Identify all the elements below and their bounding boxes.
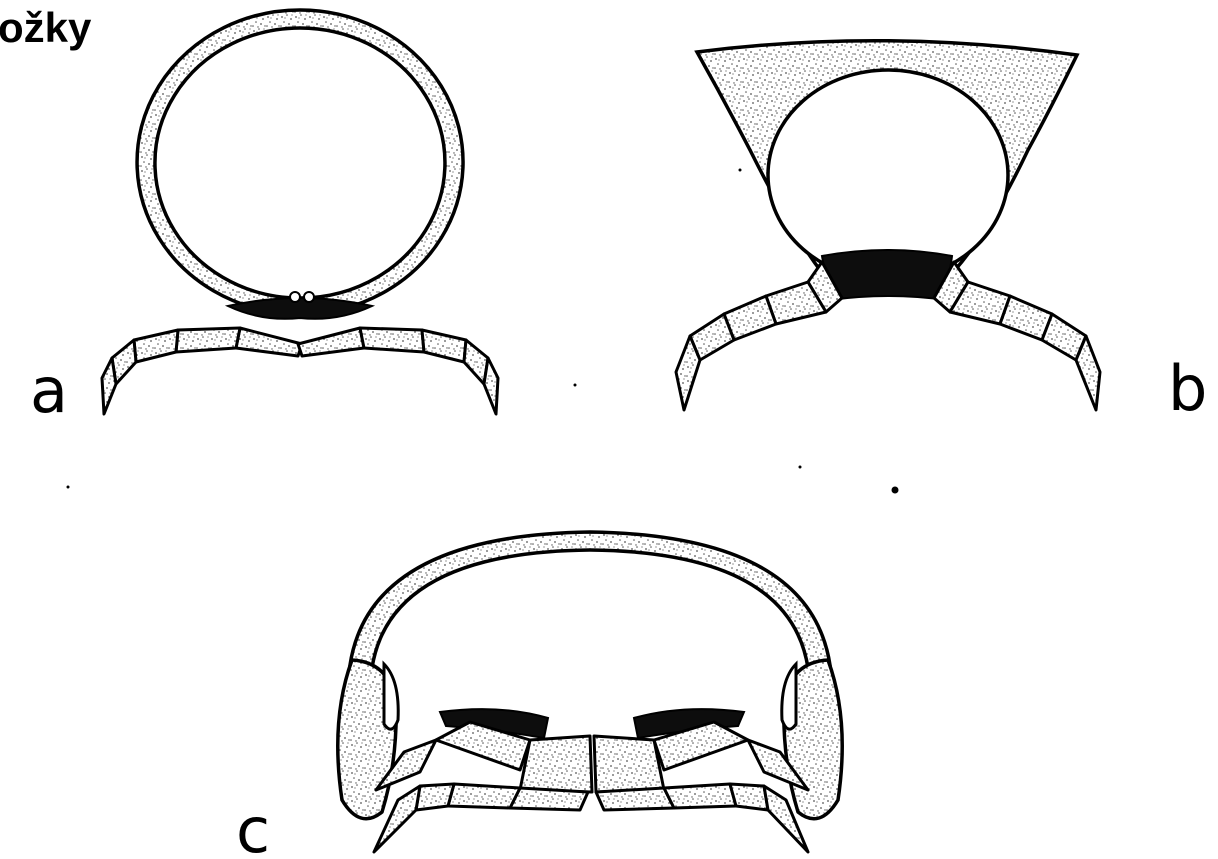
panel-b-body-cavity (768, 70, 1008, 280)
speck (892, 487, 899, 494)
panel-c-left-fold (384, 664, 398, 729)
panel-c-coxa-right (594, 736, 664, 792)
panel-b: b (676, 41, 1207, 425)
panel-c-coxa-left (520, 736, 592, 792)
panel-c-left-lower-leg (374, 784, 588, 852)
panel-c-right-fold (782, 664, 796, 729)
panel-c-left-upper-leg (376, 722, 530, 790)
panel-b-sternite (822, 250, 952, 300)
panel-a-label: a (30, 354, 68, 427)
panel-b-label: b (1168, 352, 1207, 425)
panel-c: c (236, 532, 842, 859)
speck (739, 169, 742, 172)
panel-a-right-leg (298, 328, 498, 414)
panel-a-sternite (228, 298, 372, 319)
panel-a-coxa-right (304, 292, 314, 302)
panel-a-body-ring (137, 10, 463, 314)
panel-a-left-leg (102, 328, 302, 414)
panel-a: a (30, 10, 498, 427)
speck (67, 486, 70, 489)
panel-b-right-leg (934, 262, 1100, 410)
speck (799, 466, 802, 469)
panel-c-label: c (236, 794, 270, 859)
speck (574, 384, 577, 387)
panel-a-coxa-left (290, 292, 300, 302)
panel-c-right-lower-leg (596, 784, 808, 852)
panel-c-tergite-arch (350, 532, 830, 668)
panel-b-left-leg (676, 262, 842, 410)
